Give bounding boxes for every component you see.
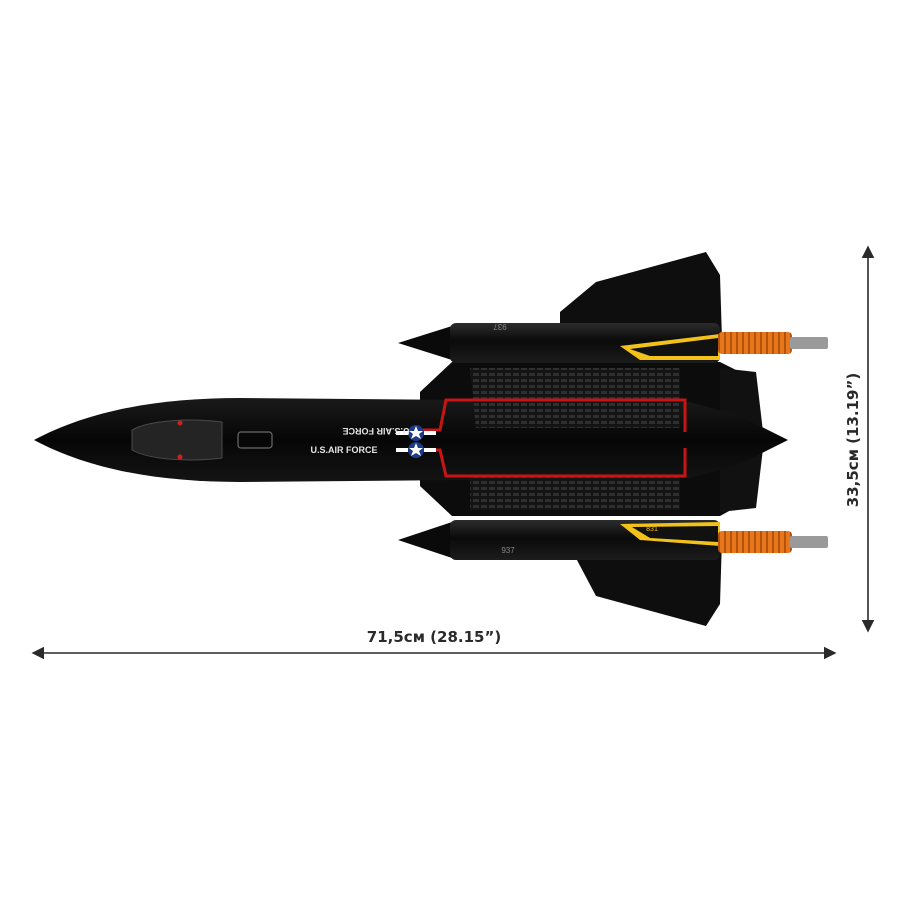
upper-tail-number: 937 bbox=[493, 322, 507, 331]
upper-air-force-marking: U.S.AIR FORCE bbox=[342, 426, 409, 436]
height-dimension-label: 33,5см (13.19”) bbox=[844, 372, 862, 508]
lower-tail-number: 937 bbox=[501, 546, 515, 555]
width-dimension-label: 71,5см (28.15”) bbox=[366, 628, 502, 646]
cockpit-hatch bbox=[237, 431, 273, 449]
upper-nasa-logo: NASA bbox=[669, 346, 695, 356]
upper-grille-panel bbox=[470, 368, 680, 428]
canopy-marker-bottom bbox=[177, 454, 183, 460]
lower-air-force-marking: U.S.AIR FORCE bbox=[310, 445, 377, 455]
upper-engine-nacelle bbox=[398, 323, 828, 363]
sr71-model: U.S.AIR FORCE U.S.AIR FORCE 937 937 NASA… bbox=[34, 252, 828, 626]
lower-nasa-logo: NASA bbox=[673, 527, 699, 537]
canopy-marker-top bbox=[177, 420, 183, 426]
lower-nasa-number: 831 bbox=[646, 526, 658, 533]
lower-engine-nacelle bbox=[398, 520, 828, 560]
upper-roundel bbox=[396, 425, 436, 441]
lower-grille-panel bbox=[470, 474, 680, 510]
cockpit-canopy bbox=[131, 419, 223, 461]
upper-red-stripe bbox=[412, 398, 687, 432]
lower-roundel bbox=[396, 442, 436, 458]
